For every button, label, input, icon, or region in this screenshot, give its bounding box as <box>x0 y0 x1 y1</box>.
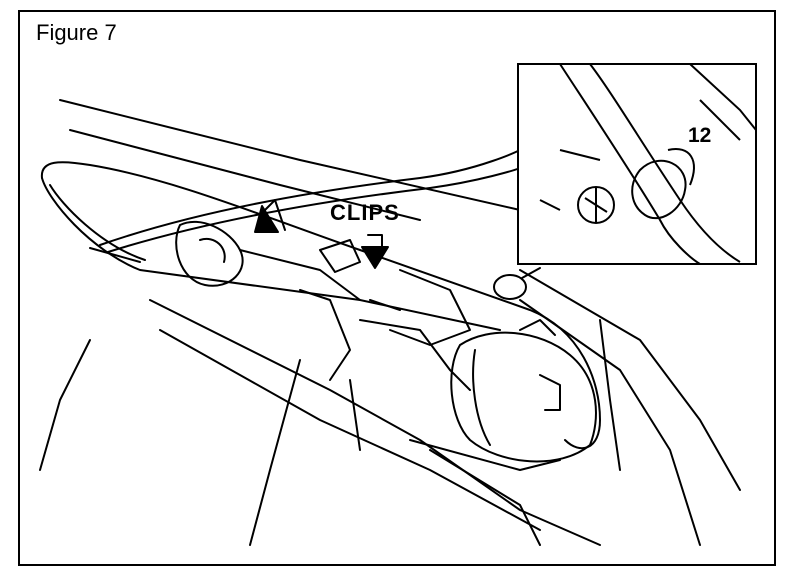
callout-number-label: 12 <box>688 124 712 147</box>
figure-title: Figure 7 <box>36 20 117 45</box>
clips-label: CLIPS <box>330 200 400 225</box>
inset-detail <box>517 63 757 265</box>
